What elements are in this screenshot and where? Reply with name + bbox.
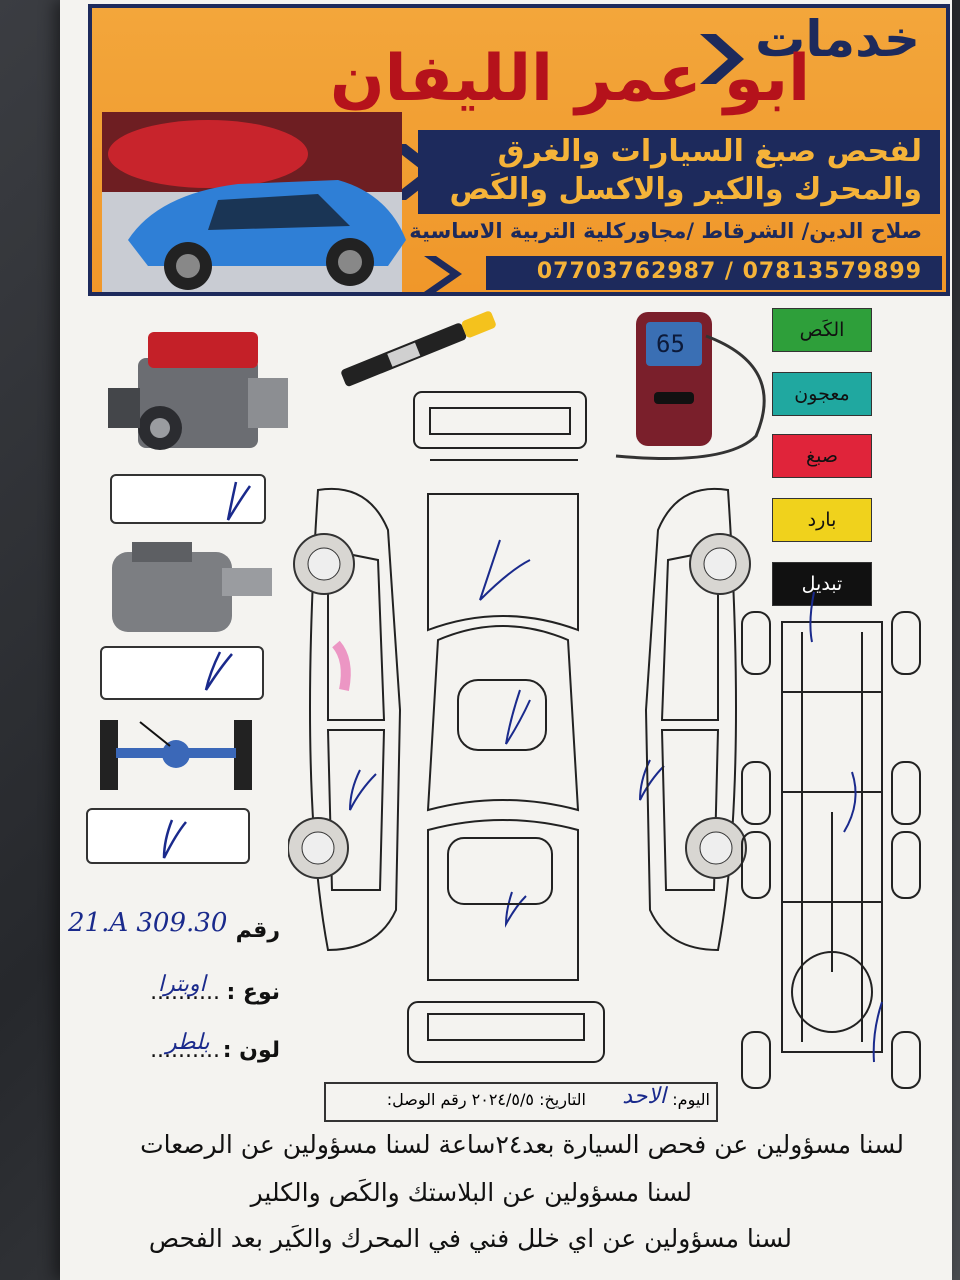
engine-icon bbox=[108, 332, 288, 450]
type-dots: .......... bbox=[150, 980, 220, 1005]
phone-box: 07703762987 / 07813579899 bbox=[486, 256, 942, 290]
services-word: خدمات bbox=[755, 10, 920, 68]
notice-line-2: لسنا مسؤولين عن البلاستك والكَص والكلير bbox=[250, 1178, 692, 1207]
paint-gauge-icon bbox=[606, 312, 816, 476]
service-box: لفحص صبغ السيارات والغرق والمحرك والكير … bbox=[418, 130, 940, 214]
legend-item: بارد bbox=[772, 498, 872, 542]
gearbox-check-box bbox=[100, 646, 264, 700]
plate-value: 21.A 309.30 bbox=[68, 908, 228, 938]
color-dots: .......... bbox=[150, 1038, 220, 1063]
service-line-2: والمحرك والكير والاكسل والكَص bbox=[449, 172, 922, 207]
legend-item: صبغ bbox=[772, 434, 872, 478]
type-value: اوبترا bbox=[158, 972, 206, 997]
plate-label: رقم bbox=[235, 918, 280, 943]
legend-item: معجون bbox=[772, 372, 872, 416]
color-label: لون : bbox=[222, 1038, 280, 1063]
shop-name: ابو عمر الليفان bbox=[329, 42, 810, 116]
header-banner: خدمات ابو عمر الليفان لفحص صبغ السيارات … bbox=[88, 4, 950, 296]
legend-item: الكَص bbox=[772, 308, 872, 352]
phone-numbers: 07703762987 / 07813579899 bbox=[536, 259, 922, 284]
gauge-reading: 65 bbox=[656, 330, 685, 358]
chassis-diagram bbox=[732, 572, 932, 1092]
vehicle-fields: رقم 21.A 309.30 نوع : .......... اوبترا … bbox=[68, 898, 280, 1078]
notice-line-3: لسنا مسؤولين عن اي خلل فني في المحرك وال… bbox=[148, 1224, 792, 1253]
gearbox-icon bbox=[112, 542, 272, 632]
legend-item: تبديل bbox=[772, 562, 872, 606]
color-value: بلطر bbox=[166, 1030, 210, 1055]
receipt-date: التاريخ: ٢٠٢٤/٥/٥ رقم الوصل: bbox=[386, 1090, 586, 1109]
type-label: نوع : bbox=[226, 980, 280, 1005]
address: صلاح الدين/ الشرقاط /مجاوركلية التربية ا… bbox=[409, 219, 922, 243]
service-line-1: لفحص صبغ السيارات والغرق bbox=[497, 134, 922, 169]
receipt-date-box: اليوم: الاحد التاريخ: ٢٠٢٤/٥/٥ رقم الوصل… bbox=[324, 1082, 718, 1122]
engine-check-box bbox=[110, 474, 266, 524]
banner-decoration bbox=[102, 34, 744, 292]
day-label: اليوم: bbox=[672, 1090, 710, 1109]
pen-marks bbox=[60, 0, 952, 1280]
day-value: الاحد bbox=[622, 1084, 666, 1109]
axle-icon bbox=[100, 720, 252, 790]
car-body-diagram bbox=[288, 390, 756, 1080]
paint-pen-icon bbox=[341, 311, 496, 387]
inspection-form: خدمات ابو عمر الليفان لفحص صبغ السيارات … bbox=[60, 0, 952, 1280]
notice-line-1: لسنا مسؤولين عن فحص السيارة بعد٢٤ساعة لس… bbox=[140, 1130, 904, 1159]
